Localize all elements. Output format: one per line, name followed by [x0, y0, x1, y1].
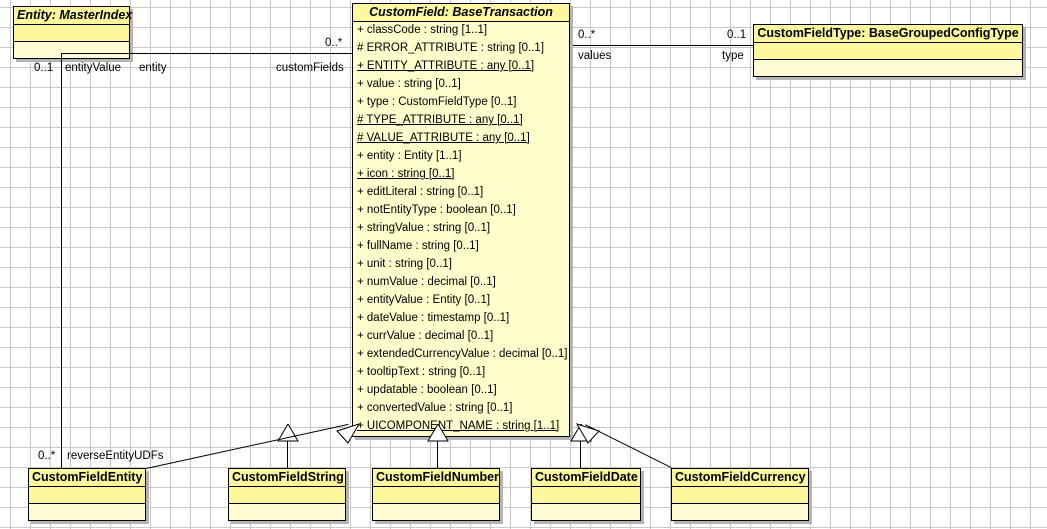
- class-title-custom-field-currency: CustomFieldCurrency: [672, 469, 808, 487]
- class-operations-compartment-entity-master-index: [14, 42, 129, 58]
- association-role-reverse-entity-udfs: reverseEntityUDFs: [67, 450, 164, 462]
- class-attribute: + unit : string [0..1]: [357, 258, 452, 270]
- class-title-custom-field-type: CustomFieldType: BaseGroupedConfigType: [754, 25, 1022, 43]
- class-attribute: + icon : string [0..1]: [357, 168, 455, 180]
- class-attributes-compartment-custom-field-currency: [672, 487, 808, 504]
- class-attribute: + UICOMPONENT_NAME : string [1..1]: [357, 420, 560, 432]
- class-attribute: + entity : Entity [1..1]: [357, 150, 462, 162]
- class-attribute: + numValue : decimal [0..1]: [357, 276, 496, 288]
- class-attribute: + fullName : string [0..1]: [357, 240, 479, 252]
- generalization-line-custom-field-date: [580, 440, 581, 468]
- class-box-custom-field-number[interactable]: CustomFieldNumber: [372, 468, 500, 521]
- class-title-entity-master-index: Entity: MasterIndex: [14, 7, 132, 25]
- generalization-arrow-custom-field-number: [427, 424, 449, 442]
- association-multiplicity-customfields: 0..*: [325, 37, 343, 49]
- class-title-custom-field-entity: CustomFieldEntity: [29, 469, 145, 487]
- class-attributes-compartment-custom-field-type: [754, 43, 1022, 60]
- class-attribute: + value : string [0..1]: [357, 78, 461, 90]
- class-title-custom-field-date: CustomFieldDate: [532, 469, 640, 487]
- class-attribute: + ENTITY_ATTRIBUTE : any [0..1]: [357, 60, 535, 72]
- class-box-custom-field-type[interactable]: CustomFieldType: BaseGroupedConfigType: [753, 24, 1023, 77]
- association-multiplicity-values: 0..*: [578, 29, 596, 41]
- class-attribute: + convertedValue : string [0..1]: [357, 402, 513, 414]
- generalization-arrow-custom-field-currency: [576, 423, 600, 444]
- association-multiplicity-reverse-entity-udfs: 0..*: [38, 450, 56, 462]
- class-attributes-compartment-custom-field-string: [229, 487, 345, 504]
- association-multiplicity-type: 0..1: [727, 29, 747, 41]
- class-attributes-compartment-custom-field-date: [532, 487, 640, 504]
- class-attribute: + type : CustomFieldType [0..1]: [357, 96, 517, 108]
- class-operations-compartment-custom-field-string: [229, 504, 345, 520]
- generalization-line-custom-field-entity: [146, 423, 349, 469]
- association-role-values: values: [578, 50, 612, 62]
- association-role-entity: entity: [139, 62, 167, 74]
- class-operations-compartment-custom-field-date: [532, 504, 640, 520]
- class-attribute: + notEntityType : boolean [0..1]: [357, 204, 516, 216]
- class-title-custom-field-string: CustomFieldString: [229, 469, 345, 487]
- class-box-custom-field-currency[interactable]: CustomFieldCurrency: [671, 468, 809, 521]
- association-line-customfield-type: [573, 45, 753, 46]
- association-multiplicity-entity-source: 0..1: [34, 62, 54, 74]
- class-attribute: + entityValue : Entity [0..1]: [357, 294, 491, 306]
- generalization-arrow-custom-field-string: [277, 424, 299, 442]
- class-box-custom-field[interactable]: CustomField: BaseTransaction + classCode…: [352, 3, 570, 437]
- class-title-custom-field-number: CustomFieldNumber: [373, 469, 499, 487]
- class-box-custom-field-date[interactable]: CustomFieldDate: [531, 468, 641, 521]
- generalization-line-custom-field-string: [287, 440, 288, 468]
- generalization-line-custom-field-number: [437, 440, 438, 468]
- class-title-custom-field: CustomField: BaseTransaction: [353, 4, 569, 22]
- class-attributes-compartment-custom-field-number: [373, 487, 499, 504]
- class-box-custom-field-entity[interactable]: CustomFieldEntity: [28, 468, 146, 521]
- class-operations-compartment-custom-field-type: [754, 60, 1022, 76]
- class-attributes-compartment-entity-master-index: [14, 25, 129, 42]
- class-box-custom-field-string[interactable]: CustomFieldString: [228, 468, 346, 521]
- association-role-customfields: customFields: [276, 62, 344, 74]
- class-attribute: + extendedCurrencyValue : decimal [0..1]: [357, 348, 568, 360]
- class-attribute: + editLiteral : string [0..1]: [357, 186, 484, 198]
- class-attributes-compartment-custom-field: + classCode : string [1..1] # ERROR_ATTRI…: [353, 22, 569, 436]
- class-attribute: + currValue : decimal [0..1]: [357, 330, 494, 342]
- class-attribute: # ERROR_ATTRIBUTE : string [0..1]: [357, 42, 545, 54]
- class-operations-compartment-custom-field-number: [373, 504, 499, 520]
- association-role-entity-value: entityValue: [65, 62, 122, 74]
- class-attribute: + updatable : boolean [0..1]: [357, 384, 497, 396]
- class-attribute: # VALUE_ATTRIBUTE : any [0..1]: [357, 132, 530, 144]
- association-line-entity-customfields: [133, 53, 352, 54]
- class-attribute: + stringValue : string [0..1]: [357, 222, 491, 234]
- class-box-entity-master-index[interactable]: Entity: MasterIndex: [13, 6, 132, 59]
- class-operations-compartment-custom-field-currency: [672, 504, 808, 520]
- class-attribute: + classCode : string [1..1]: [357, 24, 488, 36]
- class-operations-compartment-custom-field-entity: [29, 504, 145, 520]
- class-attribute: + tooltipText : string [0..1]: [357, 366, 486, 378]
- generalization-arrow-custom-field-entity: [336, 423, 360, 444]
- class-attributes-compartment-custom-field-entity: [29, 487, 145, 504]
- association-line-entity-stub: [61, 53, 133, 54]
- class-attribute: # TYPE_ATTRIBUTE : any [0..1]: [357, 114, 523, 126]
- class-attribute: + dateValue : timestamp [0..1]: [357, 312, 510, 324]
- association-role-type: type: [722, 50, 744, 62]
- association-line-entity-vertical: [61, 53, 62, 468]
